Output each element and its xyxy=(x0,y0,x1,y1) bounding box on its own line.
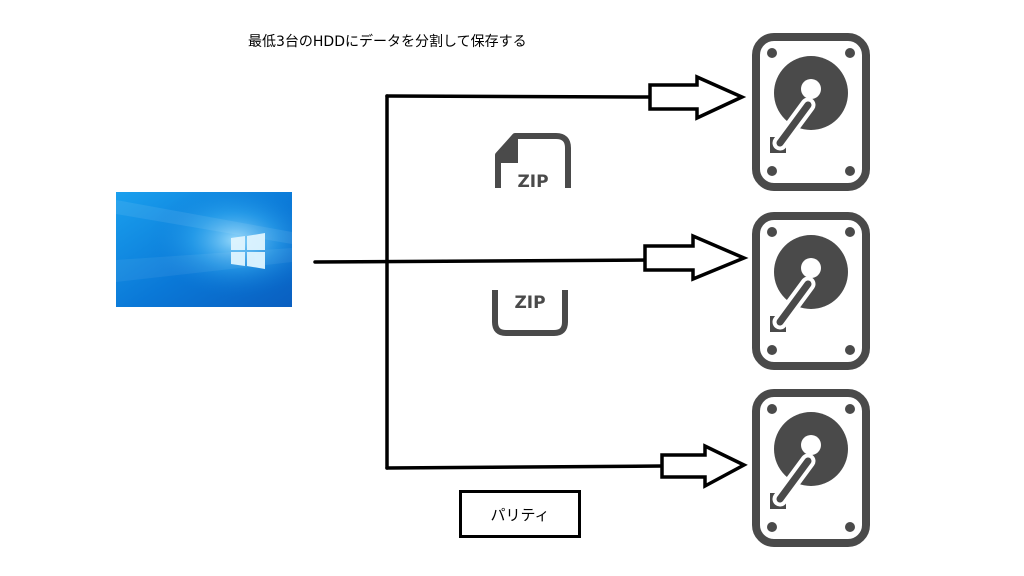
arrow-middle xyxy=(643,233,749,282)
zip-file-icon: ZIP xyxy=(492,290,568,336)
arrow-bottom xyxy=(660,443,748,489)
connector-lines xyxy=(313,94,664,470)
zip-file-icon: ZIP xyxy=(495,133,571,192)
branch-middle-line xyxy=(313,258,652,264)
hdd-icon xyxy=(756,37,866,187)
parity-label: パリティ xyxy=(490,505,550,524)
branch-bottom-line xyxy=(385,464,664,470)
diagram-caption: 最低3台のHDDにデータを分割して保存する xyxy=(248,34,527,50)
hdd-icon xyxy=(756,216,866,366)
zip-file-label: ZIP xyxy=(514,293,545,313)
branch-top-line xyxy=(385,94,652,99)
parity-box: パリティ xyxy=(459,490,581,538)
hdd-icon xyxy=(756,393,866,543)
windows-desktop-icon xyxy=(116,192,292,307)
zip-file-label: ZIP xyxy=(517,172,548,192)
arrow-top xyxy=(648,74,747,121)
